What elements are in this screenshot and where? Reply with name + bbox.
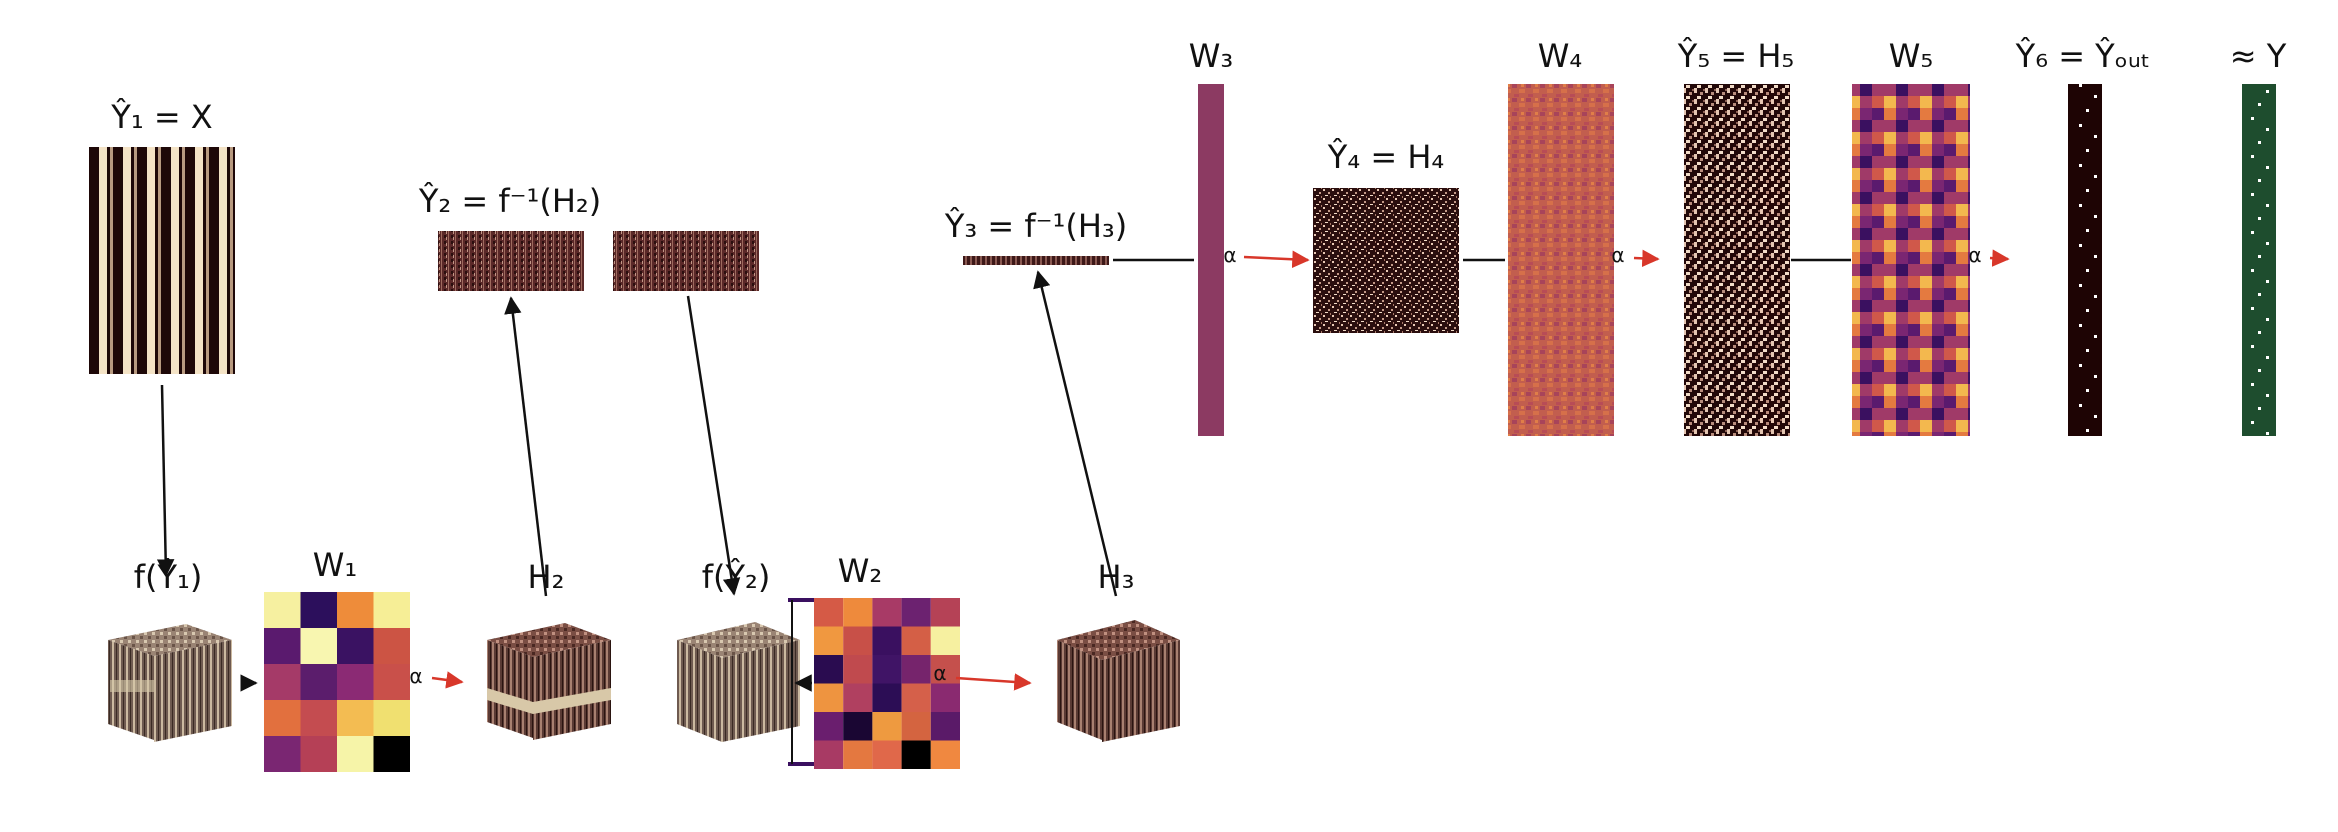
w1-cell (300, 700, 337, 736)
image-y-target (2242, 84, 2276, 436)
w2-cell (901, 740, 931, 769)
label-y6: Ŷ₆ = Ŷₒᵤₜ (2015, 37, 2151, 75)
w2-cell (901, 655, 931, 684)
w2-cell (843, 683, 873, 712)
w1-cell (337, 628, 374, 664)
label-f-y2: f(Ŷ₂) (702, 558, 771, 596)
w2-cell (814, 712, 844, 741)
alpha-label-w2: α (933, 661, 946, 685)
w1-cell (373, 736, 410, 772)
cube-h3 (1057, 620, 1180, 742)
label-y5: Ŷ₅ = H₅ (1677, 37, 1794, 75)
w2-cell (872, 626, 902, 655)
w1-cell (264, 736, 301, 772)
label-h3: H₃ (1098, 558, 1135, 596)
image-y3 (963, 256, 1109, 265)
w2-side-bar-top (788, 598, 814, 602)
w2-side-bar-bottom (788, 762, 814, 766)
arrow-w2-h3 (955, 673, 1032, 691)
label-y3: Ŷ₃ = f⁻¹(H₃) (944, 207, 1127, 245)
w1-cell (373, 628, 410, 664)
arrow-w4-y5 (1633, 249, 1660, 268)
image-w5 (1852, 84, 1970, 436)
w2-cell (930, 740, 960, 769)
w2-cell (872, 598, 902, 627)
image-y2-left (438, 231, 584, 291)
w2-cell (814, 598, 844, 627)
w2-cell (872, 683, 902, 712)
w1-cell (264, 664, 301, 700)
w2-cell (814, 655, 844, 684)
label-w3: W₃ (1189, 37, 1233, 75)
image-y4 (1313, 188, 1459, 333)
image-y1 (89, 147, 235, 374)
arrow-w1-h2 (431, 671, 464, 689)
label-w5: W₅ (1889, 37, 1933, 75)
w1-cell (264, 628, 301, 664)
w2-cell (843, 740, 873, 769)
label-approx-y: ≈ Y (2230, 37, 2287, 75)
matrix-w1 (264, 592, 410, 772)
w2-cell (814, 626, 844, 655)
w1-cell (264, 592, 301, 628)
cube-f-y1 (108, 624, 232, 742)
image-y5 (1684, 84, 1790, 436)
w1-cell (300, 628, 337, 664)
cube-h2 (487, 623, 611, 740)
label-w2: W₂ (838, 552, 882, 590)
label-y1: Ŷ₁ = X (110, 98, 212, 136)
label-f-y1: f(Ŷ₁) (134, 558, 203, 596)
w2-cell (872, 712, 902, 741)
w2-cell (930, 626, 960, 655)
w1-cell (300, 592, 337, 628)
arrow-h3-y3 (1033, 270, 1118, 597)
label-w1: W₁ (313, 546, 357, 584)
w2-cell (843, 598, 873, 627)
alpha-label-w3: α (1223, 243, 1236, 267)
alpha-label-w5: α (1968, 243, 1981, 267)
w2-cell (814, 683, 844, 712)
w2-cell (901, 712, 931, 741)
w2-cell (930, 683, 960, 712)
w2-cell (872, 740, 902, 769)
w2-cell (814, 740, 844, 769)
w2-cell (872, 655, 902, 684)
w1-cell (300, 736, 337, 772)
image-y2-right (613, 231, 759, 291)
w2-cell (930, 655, 960, 684)
alpha-label-w1: α (409, 664, 422, 688)
w1-cell (337, 592, 374, 628)
alpha-label-w4: α (1611, 243, 1624, 267)
arrow-y2-fy2 (686, 295, 741, 596)
w2-cell (843, 626, 873, 655)
image-w3 (1198, 84, 1224, 436)
image-w4 (1508, 84, 1614, 436)
w2-cell (901, 683, 931, 712)
label-w4: W₄ (1538, 37, 1582, 75)
w2-cell (901, 626, 931, 655)
w1-cell (373, 592, 410, 628)
cube-f-y2 (677, 622, 800, 742)
w2-cell (901, 598, 931, 627)
w2-cell (843, 655, 873, 684)
w1-cell (337, 736, 374, 772)
image-y6 (2068, 84, 2102, 436)
label-y4: Ŷ₄ = H₄ (1327, 138, 1444, 176)
w1-cell (373, 664, 410, 700)
w2-cell (930, 712, 960, 741)
w1-cell (337, 664, 374, 700)
arrow-y1-fy1 (156, 384, 175, 577)
label-y2: Ŷ₂ = f⁻¹(H₂) (418, 182, 601, 220)
arrow-w5-y6 (1989, 249, 2010, 267)
w1-cell (264, 700, 301, 736)
arrow-h2-y2 (504, 296, 548, 597)
w1-cell (373, 700, 410, 736)
arrow-w3-y4 (1243, 250, 1310, 269)
w1-cell (337, 700, 374, 736)
w1-cell (300, 664, 337, 700)
w2-cell (930, 598, 960, 627)
w2-cell (843, 712, 873, 741)
matrix-w2 (814, 598, 960, 769)
